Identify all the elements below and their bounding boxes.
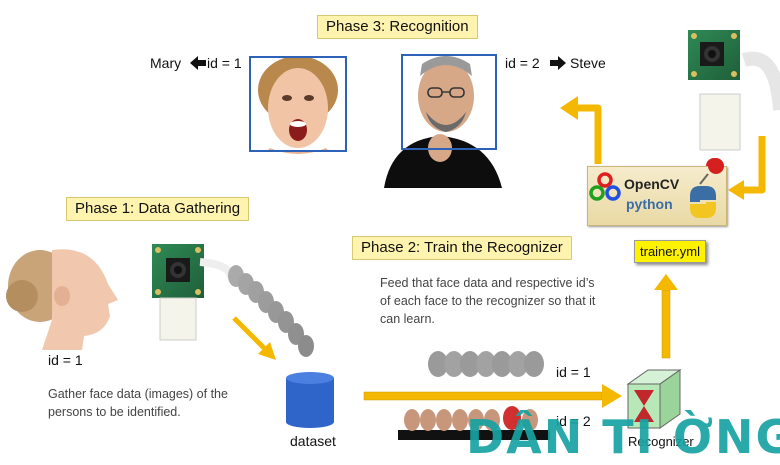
gathering-description: Gather face data (images) of the persons… [48,387,228,419]
person-profile-image [6,249,118,350]
steve-face-box [401,54,497,150]
label-recognizer: Recognizer [628,434,694,449]
label-mary-id: id = 1 [207,55,242,71]
phase-1-title: Phase 1: Data Gathering [66,197,250,221]
phase-2-title: Phase 2: Train the Recognizer [352,236,572,260]
label-person-id: id = 1 [48,352,83,368]
arrow-to-trainer [654,274,678,359]
face-batch-steve [398,406,550,440]
arrow-to-recognizer [363,384,622,408]
label-mary: Mary [150,55,182,71]
training-description: Feed that face data and respective id’s … [380,276,596,326]
arrow-right-icon [550,56,566,70]
arrow-camera-to-opencv [728,136,766,200]
python-text: python [626,196,673,212]
arrow-to-dataset [232,316,276,360]
arrow-opencv-to-recognition [560,96,602,164]
phase-3-title: Phase 3: Recognition [317,15,478,39]
dataset-cylinder [286,372,334,428]
opencv-text: OpenCV [624,176,680,192]
label-steve: Steve [570,55,606,71]
label-batch2-id: id = 2 [556,413,591,429]
watermark: DÂN TI ỜNG [466,410,780,464]
face-image-strip [228,265,314,357]
face-batch-gray [428,351,544,377]
recognizer-cube [626,369,682,429]
mary-face-image [252,52,344,154]
label-dataset: dataset [290,433,336,449]
camera-module-1 [152,244,238,341]
trainer-file: trainer.yml [634,240,706,263]
camera-module-2 [688,30,780,151]
mary-face-box [249,56,347,152]
arrow-left-icon [190,56,206,70]
label-batch1-id: id = 1 [556,364,591,380]
label-steve-id: id = 2 [505,55,540,71]
